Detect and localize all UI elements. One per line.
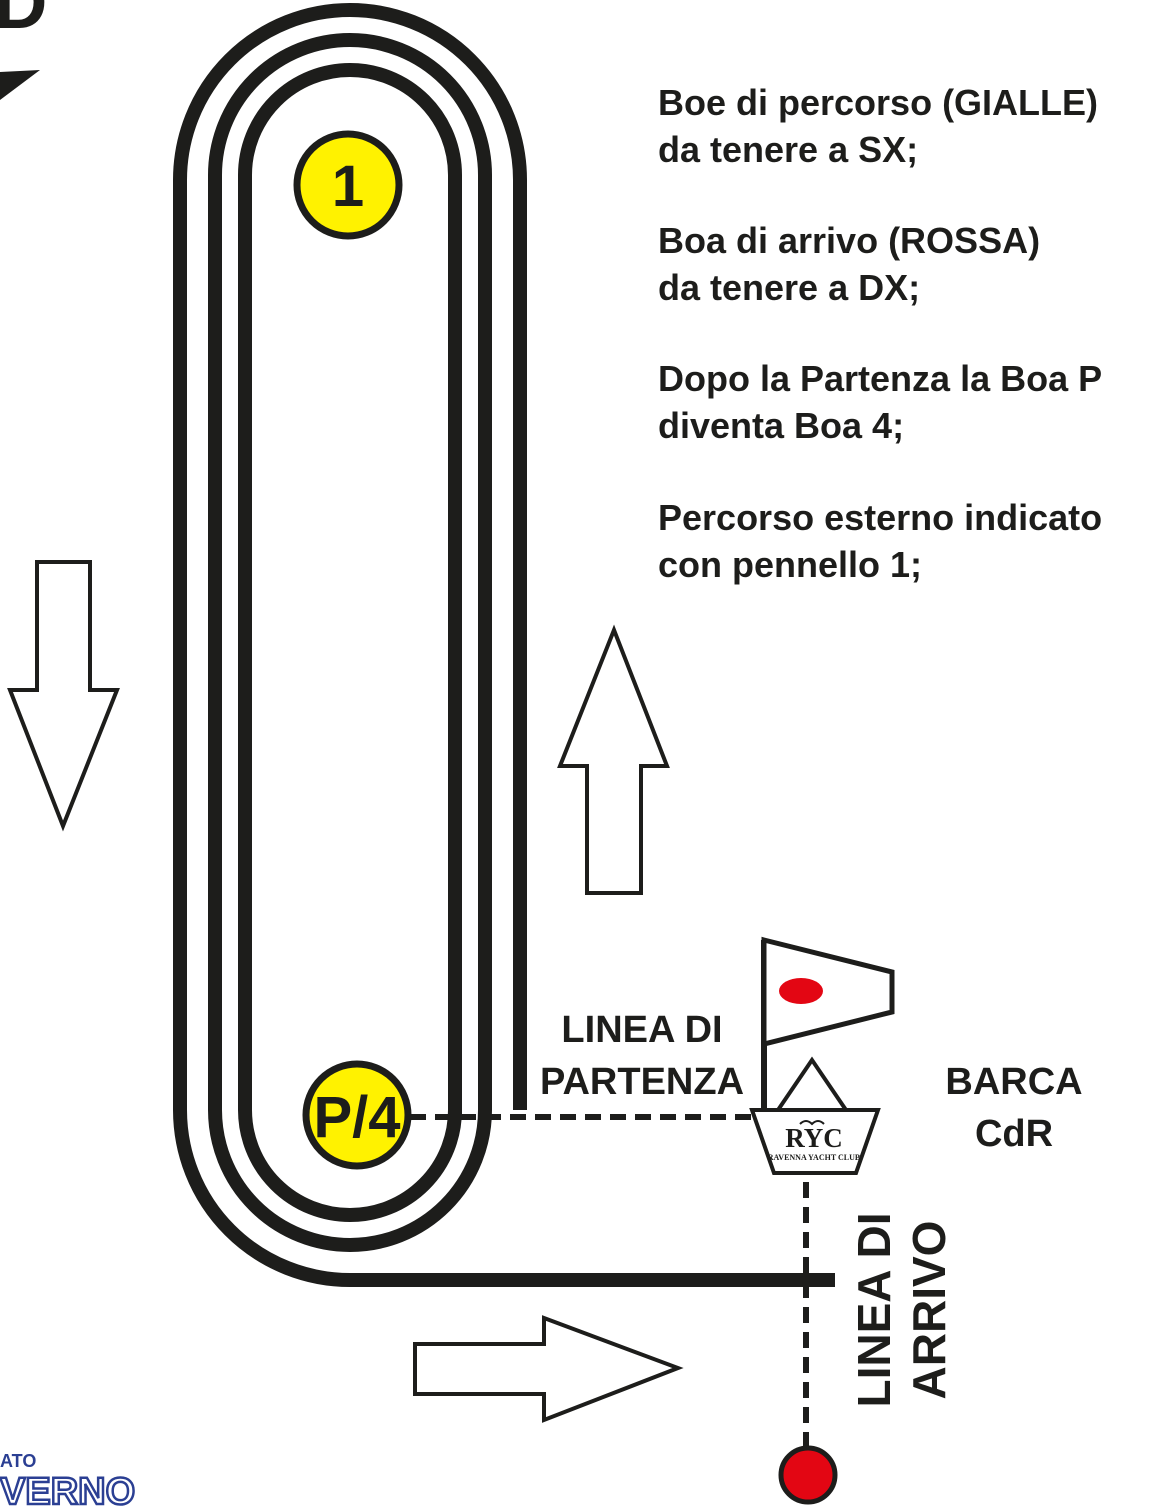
outer-course-loop xyxy=(173,3,835,1287)
start-line-label-line1: LINEA DI xyxy=(561,1009,722,1051)
committee-boat-label-line2: CdR xyxy=(975,1113,1053,1155)
buoy-1: 1 xyxy=(293,130,403,240)
bottom-logo: ATO VERNO xyxy=(0,1451,136,1508)
buoy-1-label: 1 xyxy=(332,154,364,219)
ryc-logo: RYC xyxy=(785,1123,843,1153)
instructions-block: Boe di percorso (GIALLE) da tenere a SX;… xyxy=(658,82,1102,585)
corner-title-fragment: D xyxy=(0,0,47,44)
instruction-1-line2: da tenere a SX; xyxy=(658,129,918,170)
instruction-3-line1: Dopo la Partenza la Boa P xyxy=(658,358,1102,399)
finish-line-label-line1: LINEA DI xyxy=(848,1212,900,1407)
buoy-start-label: P/4 xyxy=(313,1085,400,1150)
instruction-1-line1: Boe di percorso (GIALLE) xyxy=(658,82,1098,123)
start-line-label-line2: PARTENZA xyxy=(540,1061,744,1103)
seagull-icon xyxy=(799,1120,825,1126)
instruction-4-line2: con pennello 1; xyxy=(658,544,922,585)
arrow-right-icon xyxy=(413,1315,684,1423)
buoy-start: P/4 xyxy=(302,1060,412,1170)
instruction-2-line2: da tenere a DX; xyxy=(658,267,920,308)
arrow-up-icon xyxy=(557,624,670,895)
committee-flag xyxy=(761,936,895,1110)
instruction-4-line1: Percorso esterno indicato xyxy=(658,497,1102,538)
arrow-down-icon xyxy=(7,560,120,832)
buoy-finish xyxy=(778,1445,838,1505)
boat-hull-icon xyxy=(749,1108,881,1175)
course-track xyxy=(173,3,835,1287)
bottom-logo-line1: ATO xyxy=(0,1451,36,1471)
instruction-2-line1: Boa di arrivo (ROSSA) xyxy=(658,220,1040,261)
middle-course-loop xyxy=(208,33,492,1252)
inner-course-loop xyxy=(238,63,462,1222)
bottom-logo-line2: VERNO xyxy=(0,1471,135,1508)
committee-boat-label-line1: BARCA xyxy=(945,1061,1082,1103)
boat-sail-icon xyxy=(774,1056,850,1112)
finish-line-label-line2: ARRIVO xyxy=(903,1221,955,1400)
instruction-3-line2: diventa Boa 4; xyxy=(658,405,904,446)
wind-arrow-icon xyxy=(0,70,40,100)
ryc-logo-subtitle: RAVENNA YACHT CLUB xyxy=(768,1153,861,1162)
committee-boat: RYC RAVENNA YACHT CLUB xyxy=(749,1056,881,1175)
